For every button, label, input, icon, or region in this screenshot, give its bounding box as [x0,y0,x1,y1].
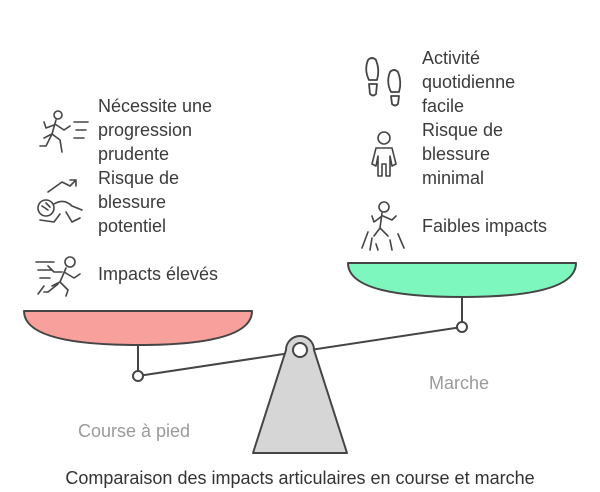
right-beam-joint [456,321,468,333]
running-motion-icon [35,256,81,297]
scale-fulcrum [252,335,348,454]
injured-person-icon [37,179,83,223]
left-item-1-label: Nécessite une progression prudente [98,96,213,164]
left-item-3-label: Impacts élevés [98,264,219,284]
left-side-name: Course à pied [78,421,191,441]
right-side-name: Marche [429,373,490,393]
right-item-3-label: Faibles impacts [422,216,548,236]
diagram-title: Comparaison des impacts articulaires en … [65,468,535,488]
fulcrum-pivot [292,342,308,358]
footprints-icon [365,57,402,107]
right-pan [347,262,577,298]
right-item-1-label: Activité quotidienne facile [422,48,516,116]
runner-speed-icon [39,110,89,153]
left-pan [23,310,253,346]
left-item-2-label: Risque de blessure potentiel [98,168,180,236]
walking-person-icon [361,201,405,251]
right-item-2-label: Risque de blessure minimal [422,120,504,188]
left-beam-joint [132,370,144,382]
standing-person-icon [371,131,397,177]
